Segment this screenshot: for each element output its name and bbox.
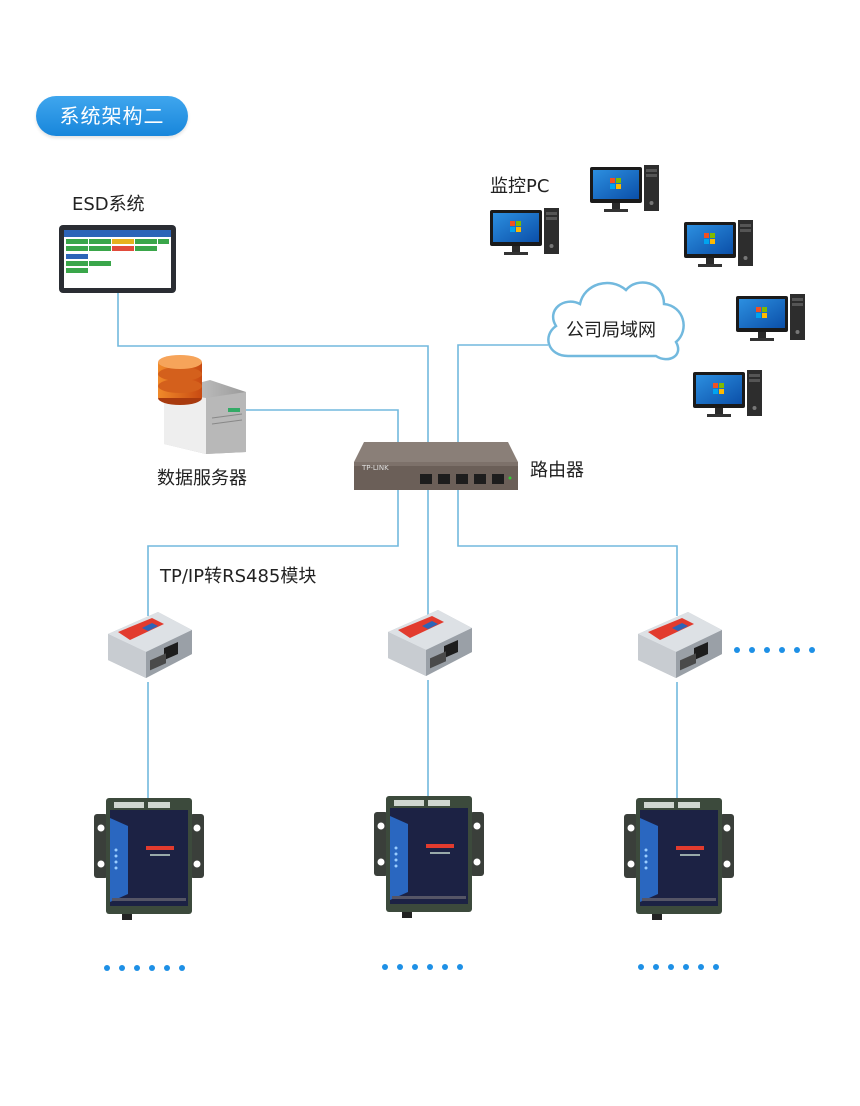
svg-text:TP-LINK: TP-LINK	[361, 464, 389, 472]
esd-controller-icon	[374, 796, 484, 924]
ellipsis-dots-left	[104, 965, 185, 971]
esd-controller-icon	[624, 798, 734, 926]
monitor-pc-icon	[490, 208, 560, 272]
converter-module-icon	[386, 606, 476, 684]
router-icon: TP-LINK	[354, 442, 518, 490]
ellipsis-dots-mid	[382, 964, 463, 970]
monitor-pc-icon	[736, 294, 806, 358]
link-cloud-router	[457, 344, 548, 450]
monitor-pc-icon	[590, 165, 660, 229]
cloud-icon	[547, 281, 685, 361]
converter-label: TP/IP转RS485模块	[160, 566, 317, 587]
section-title-badge: 系统架构二	[36, 96, 188, 136]
router-label: 路由器	[530, 460, 584, 481]
monitor-pc-icon	[693, 370, 763, 434]
esd-controller-icon	[94, 798, 204, 926]
link-esd-router	[117, 292, 429, 450]
link-router-module-right	[457, 490, 678, 616]
ellipsis-dots-right	[734, 647, 815, 653]
monitor-pc-label: 监控PC	[490, 176, 550, 197]
tablet-icon	[59, 225, 176, 293]
esd-label: ESD系统	[72, 194, 145, 215]
converter-module-icon	[636, 608, 726, 686]
monitor-pc-icon	[684, 220, 754, 284]
link-server-router	[246, 409, 399, 450]
link-router-module-left	[147, 490, 399, 616]
server-label: 数据服务器	[157, 468, 247, 489]
database-server-icon	[158, 355, 246, 454]
lan-label: 公司局域网	[566, 320, 656, 341]
converter-module-icon	[106, 608, 196, 686]
ellipsis-dots-right-bottom	[638, 964, 719, 970]
